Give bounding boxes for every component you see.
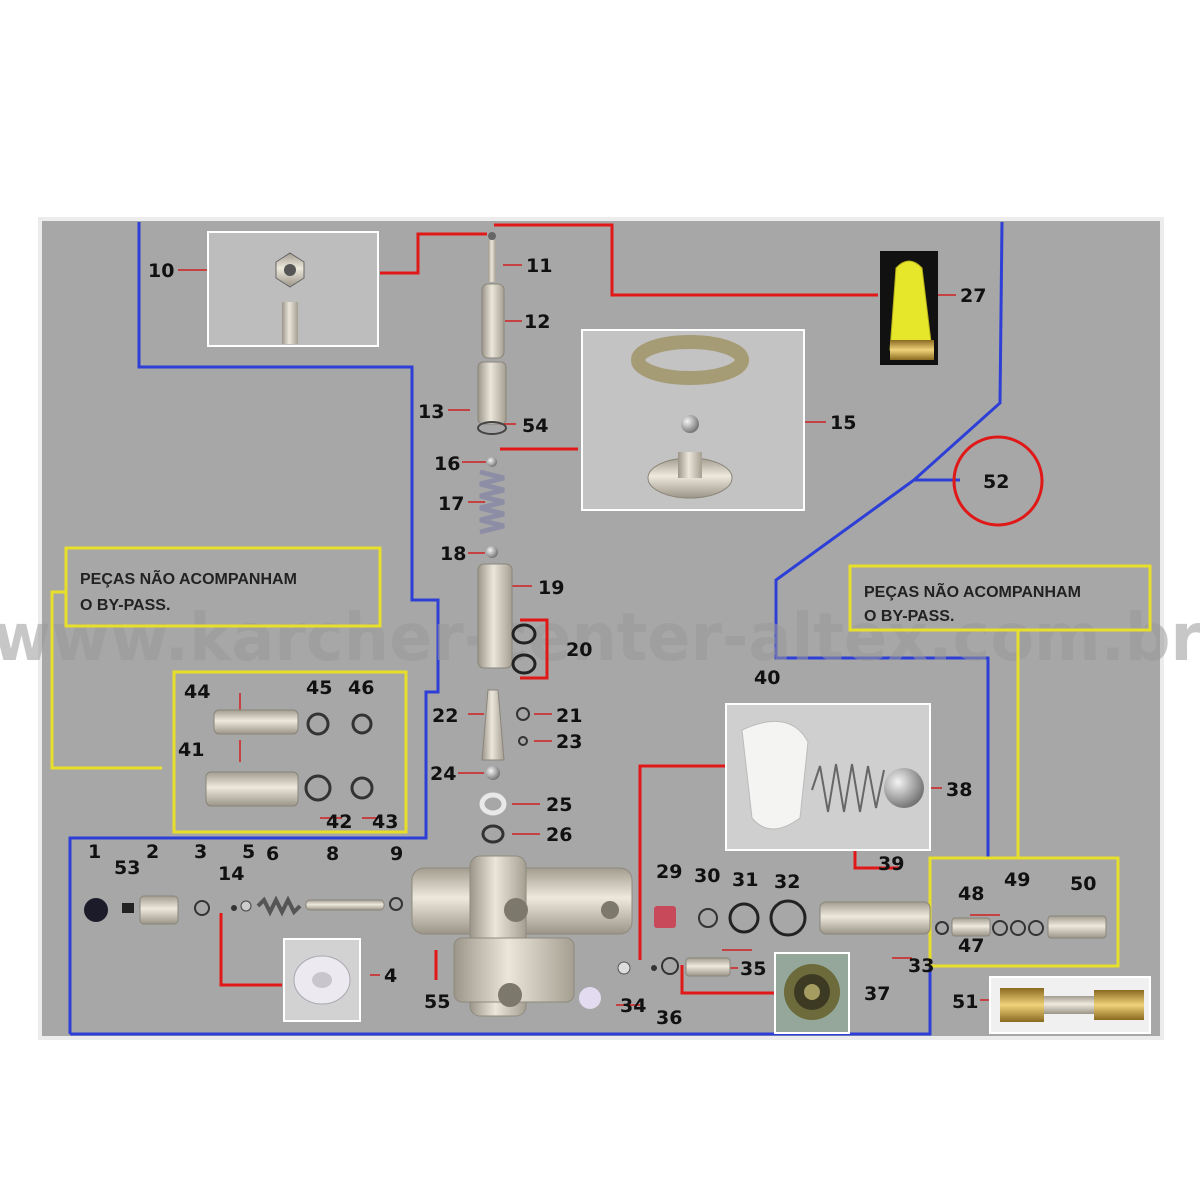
part-label: 24 <box>430 763 456 785</box>
bypass-screws-left <box>205 709 374 807</box>
right-row-parts <box>617 899 1107 977</box>
part-label: 4 <box>384 965 397 987</box>
part-label: 44 <box>184 681 210 703</box>
part-label: 54 <box>522 415 548 437</box>
part-label: 17 <box>438 493 464 515</box>
part-label: 19 <box>538 577 564 599</box>
inset-hose-51 <box>989 976 1151 1034</box>
part-label: 15 <box>830 412 856 434</box>
part-label: 2 <box>146 841 159 863</box>
part-label: 55 <box>424 991 450 1013</box>
part-label: 46 <box>348 677 374 699</box>
part-label: 12 <box>524 311 550 333</box>
note-left-line2: O BY-PASS. <box>80 597 170 614</box>
red-leader-lines <box>219 223 900 995</box>
part-label: 5 <box>242 841 255 863</box>
part-label: 27 <box>960 285 986 307</box>
part-label: 23 <box>556 731 582 753</box>
callout-circle-52 <box>952 435 1044 527</box>
part-label: 45 <box>306 677 332 699</box>
part-label: 6 <box>266 843 279 865</box>
watermark: www.karcher-center-altex.com.br <box>0 599 1200 676</box>
part-label: 50 <box>1070 873 1096 895</box>
part-label: 33 <box>908 955 934 977</box>
part-label: 47 <box>958 935 984 957</box>
part-label: 39 <box>878 853 904 875</box>
note-left-line1: PEÇAS NÃO ACOMPANHAM <box>80 568 297 588</box>
part-label: 9 <box>390 843 403 865</box>
part-label: 32 <box>774 871 800 893</box>
note-right-line1: PEÇAS NÃO ACOMPANHAM <box>864 581 1081 601</box>
part-label: 25 <box>546 794 572 816</box>
inset-cap-27 <box>880 251 938 365</box>
part-label: 10 <box>148 260 174 282</box>
part-label: 35 <box>740 958 766 980</box>
part-label: 48 <box>958 883 984 905</box>
part-labels: 1 53 2 3 14 5 6 8 9 4 10 11 12 13 54 15 … <box>88 255 1096 1029</box>
part-label: 43 <box>372 811 398 833</box>
part-label: 8 <box>326 843 339 865</box>
part-label: 13 <box>418 401 444 423</box>
part-label: 16 <box>434 453 460 475</box>
part-label: 49 <box>1004 869 1030 891</box>
part-label: 22 <box>432 705 458 727</box>
part-label: 36 <box>656 1007 682 1029</box>
part-label: 20 <box>566 639 592 661</box>
part-label: 11 <box>526 255 552 277</box>
inset-valve-15 <box>581 329 805 511</box>
part-label: 37 <box>864 983 890 1005</box>
note-right-line2: O BY-PASS. <box>864 608 954 625</box>
part-label: 53 <box>114 857 140 879</box>
part-label: 51 <box>952 991 978 1013</box>
part-label: 18 <box>440 543 466 565</box>
central-column-parts <box>477 232 537 844</box>
part-label: 40 <box>754 667 780 689</box>
part-label: 31 <box>732 869 758 891</box>
inset-nut-10 <box>207 231 379 347</box>
left-row-parts <box>84 895 403 925</box>
part-label: 34 <box>620 995 646 1017</box>
part-label: 41 <box>178 739 204 761</box>
part-label: 42 <box>326 811 352 833</box>
inset-washer-4 <box>283 938 361 1022</box>
part-label: 30 <box>694 865 720 887</box>
part-label: 14 <box>218 863 244 885</box>
part-label: 29 <box>656 861 682 883</box>
part-label: 3 <box>194 841 207 863</box>
part-label: 38 <box>946 779 972 801</box>
part-label: 21 <box>556 705 582 727</box>
part-label: 26 <box>546 824 572 846</box>
inset-filter-37 <box>774 952 850 1034</box>
part-label: 52 <box>983 471 1009 493</box>
inset-spring-ball-38-40 <box>725 703 931 851</box>
pump-body-55 <box>411 855 633 1017</box>
part-label: 1 <box>88 841 101 863</box>
